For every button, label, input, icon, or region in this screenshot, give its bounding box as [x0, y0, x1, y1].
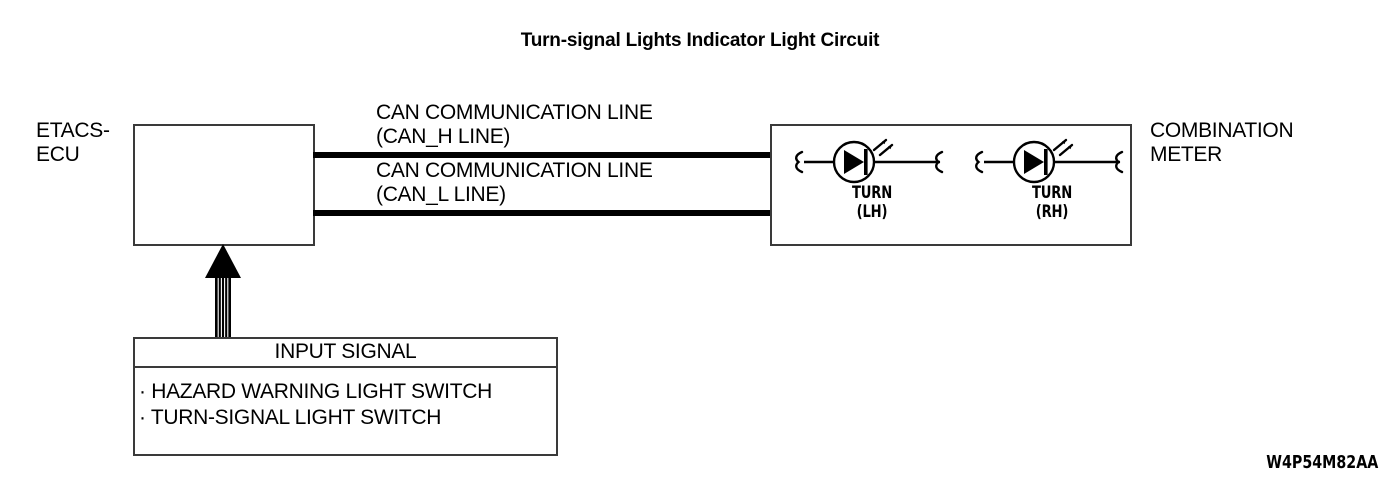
led-indicator-icon: [795, 138, 944, 184]
led-indicator-icon: [975, 138, 1124, 184]
can-h-line-label: CAN COMMUNICATION LINE (CAN_H LINE): [376, 101, 653, 148]
etacs-ecu-label: ETACS- ECU: [36, 119, 110, 166]
input-signal-item-hazard: · HAZARD WARNING LIGHT SWITCH: [139, 380, 492, 403]
reference-code: W4P54M82AA: [1266, 452, 1378, 473]
input-signal-arrow-icon: [205, 244, 241, 340]
turn-rh-caption: TURN (RH): [1031, 183, 1073, 222]
can-l-line-label: CAN COMMUNICATION LINE (CAN_L LINE): [376, 159, 653, 206]
input-signal-item-turn: · TURN-SIGNAL LIGHT SWITCH: [139, 406, 442, 429]
turn-lh-indicator: TURN (LH): [792, 136, 952, 236]
combination-meter-label: COMBINATION METER: [1150, 119, 1294, 166]
turn-lh-caption: TURN (LH): [851, 183, 893, 222]
can-l-bus-line: [313, 210, 772, 216]
turn-rh-indicator: TURN (RH): [972, 136, 1132, 236]
can-h-bus-line: [313, 152, 772, 158]
input-signal-box: [133, 337, 558, 456]
input-signal-divider: [135, 366, 556, 368]
input-signal-title: INPUT SIGNAL: [274, 340, 417, 363]
etacs-ecu-box: [133, 124, 315, 246]
diagram-title: Turn-signal Lights Indicator Light Circu…: [520, 30, 880, 51]
